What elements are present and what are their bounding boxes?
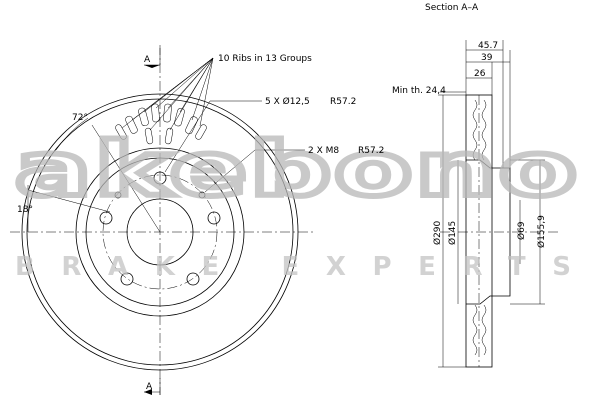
vent-pattern-bottom-2 (481, 304, 487, 356)
front-view (10, 45, 315, 395)
threaded-hole-leader (204, 149, 305, 193)
section-title: Section A–A (425, 3, 479, 13)
bolt-holes-label: 5 X Ø12,5 (265, 96, 310, 107)
vent-pattern-top-2 (481, 99, 487, 161)
dim-center-bore: Ø69 (516, 221, 527, 240)
min-thickness-label: Min th. 24,4 (392, 86, 446, 96)
bolt-radius-label: R57.2 (330, 97, 356, 107)
hat-outer-circle (75, 147, 245, 317)
angle-18-line (27, 189, 111, 213)
dim-outer-diameter: Ø290 (432, 220, 443, 245)
bolt-hole-left (99, 211, 113, 225)
watermark-brand: akebono (15, 127, 580, 213)
threaded-holes-label: 2 X M8 (308, 146, 339, 156)
bolt-hole-right (207, 211, 221, 225)
dim-hat-height: 39 (481, 53, 493, 63)
center-bore (126, 198, 194, 266)
bolt-hole-top (153, 171, 167, 185)
angle-72-arc (55, 117, 89, 151)
section-hat-profile (466, 159, 511, 305)
section-marker-bottom: A (146, 382, 153, 392)
bolt-hole-leader (164, 100, 262, 173)
dim-total-height: 45.7 (478, 41, 498, 51)
section-arrow-bottom (144, 389, 152, 395)
angle-72-line (91, 124, 161, 233)
watermark-tagline: BRAKE EXPERTS (15, 252, 585, 282)
vent-pattern-bottom (472, 304, 478, 356)
threaded-hole-left (114, 191, 122, 199)
dim-thickness: 26 (474, 69, 486, 79)
dim-hat-outer: Ø155,9 (536, 215, 547, 248)
bolt-hole-lower-left (120, 272, 134, 286)
section-view (438, 40, 560, 368)
hat-inner-circle (85, 157, 235, 307)
rib-slots (115, 103, 207, 145)
bolt-hole-lower-right (186, 272, 200, 286)
dim-hat-diameter: Ø145 (447, 221, 458, 245)
threaded-hole-right (198, 191, 206, 199)
watermark: akebono BRAKE EXPERTS (12, 124, 585, 282)
section-arrow-top (144, 65, 160, 68)
threaded-radius-label: R57.2 (358, 146, 384, 156)
outer-disc-edge (21, 93, 299, 371)
angle-72-label: 72° (72, 113, 88, 123)
vent-pattern-top (472, 99, 478, 161)
angle-18-label: 18° (17, 205, 33, 215)
ribs-label: 10 Ribs in 13 Groups (218, 54, 312, 64)
bolt-pitch-circle (102, 174, 218, 290)
rib-leader-lines (121, 57, 214, 131)
section-marker-top: A (144, 55, 151, 65)
